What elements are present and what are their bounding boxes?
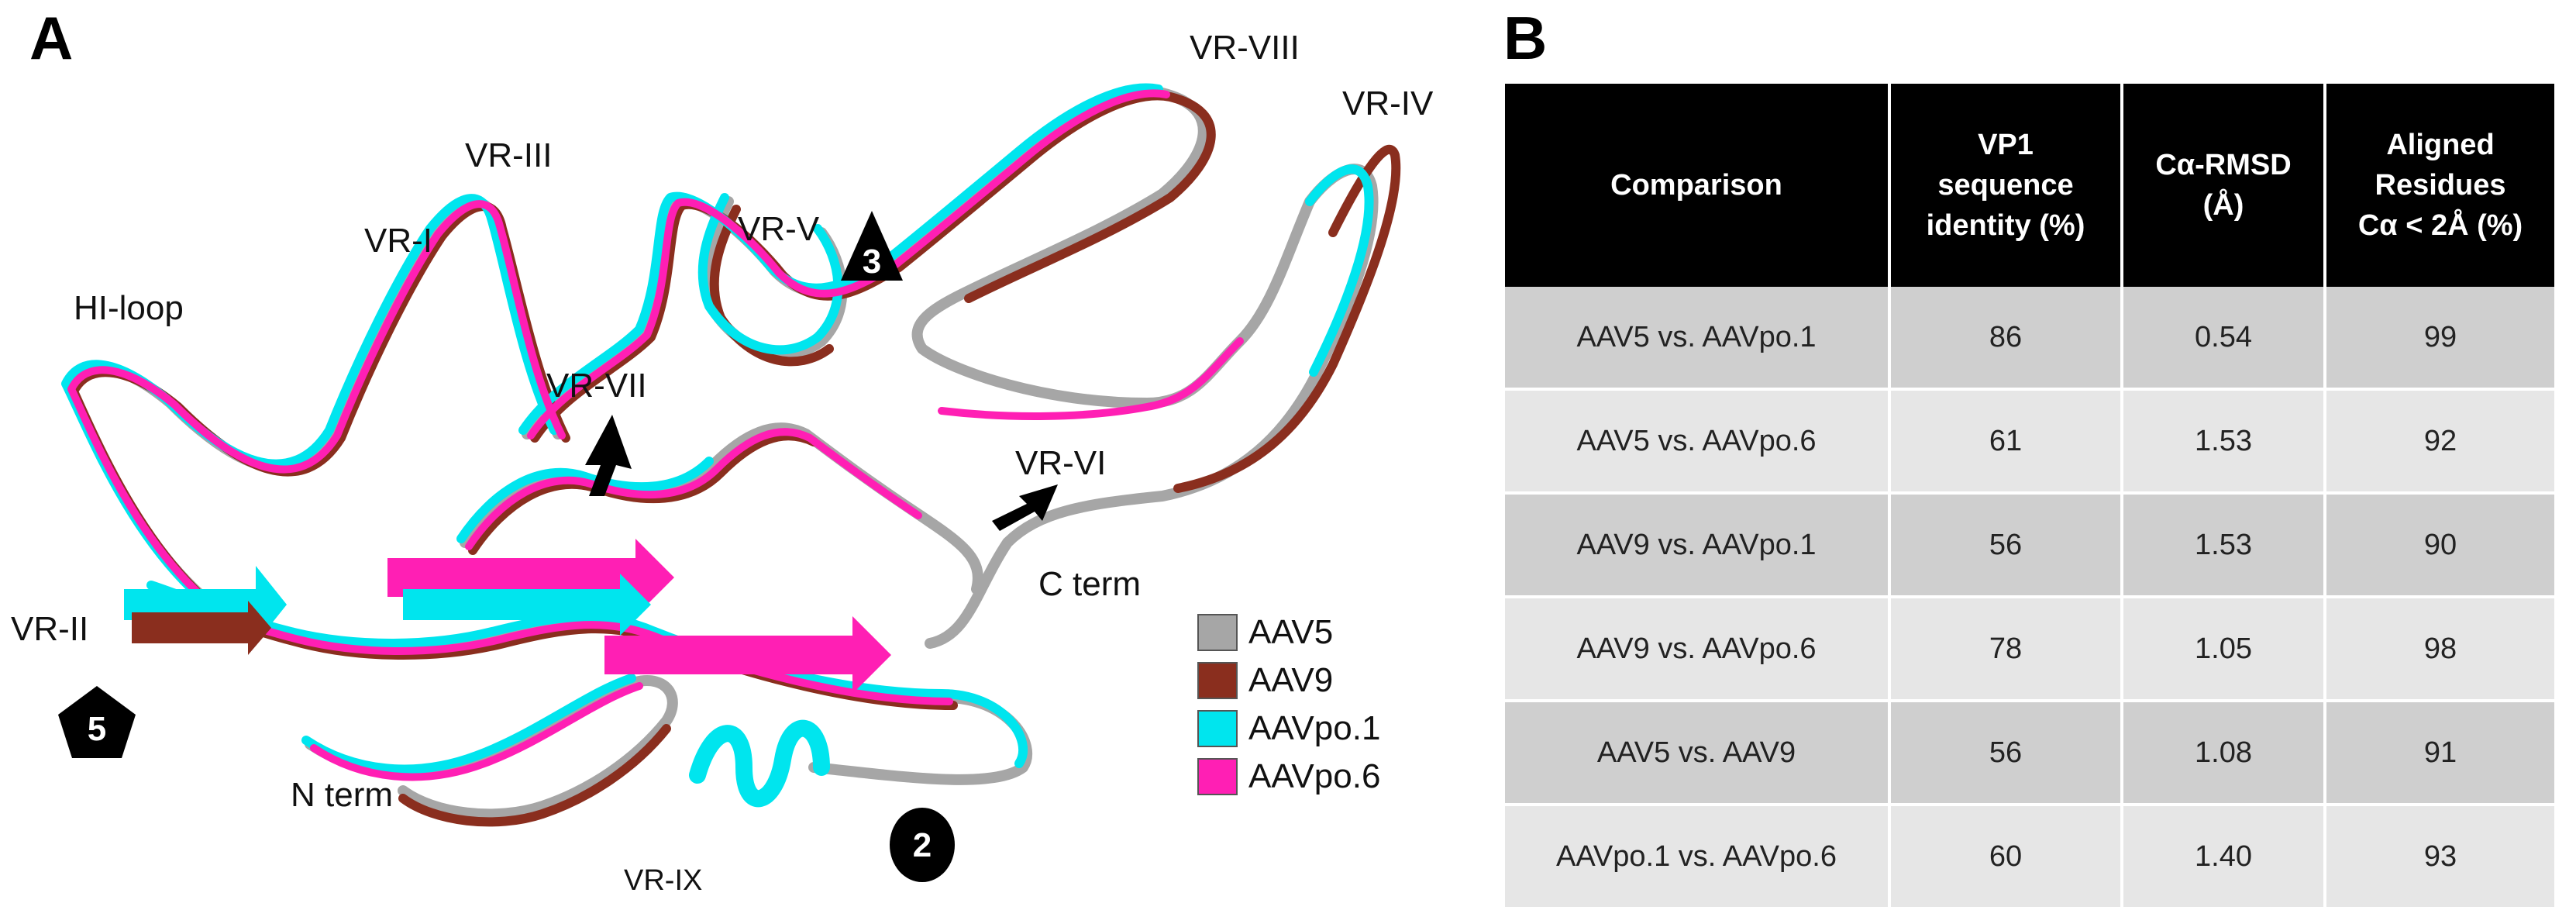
fivefold-axis-icon (58, 686, 136, 758)
legend-item: AAVpo.6 (1197, 753, 1380, 801)
label-c-term: C term (1038, 565, 1141, 603)
legend-item: AAVpo.1 (1197, 705, 1380, 753)
cell-aligned: 90 (2325, 493, 2554, 598)
label-vr-iii: VR-III (465, 136, 552, 174)
header-line: VP1 (1978, 129, 2034, 161)
cell-rmsd: 1.40 (2122, 805, 2326, 910)
label-hi-loop: HI-loop (74, 289, 184, 327)
legend-swatch (1197, 758, 1238, 795)
cell-identity: 56 (1889, 701, 2123, 806)
legend-swatch (1197, 662, 1238, 699)
label-vr-v: VR-V (738, 210, 820, 248)
cell-rmsd: 1.53 (2122, 493, 2326, 598)
label-vr-vii: VR-VII (546, 367, 647, 405)
header-line: sequence (1937, 169, 2074, 202)
table-row: AAV5 vs. AAV9 56 1.08 91 (1505, 701, 2554, 806)
threefold-axis-number: 3 (863, 243, 881, 281)
cell-identity: 56 (1889, 493, 2123, 598)
cell-identity: 78 (1889, 597, 2123, 702)
twofold-axis-icon (890, 808, 955, 882)
table-header-row: Comparison VP1 sequence identity (%) Cα-… (1505, 84, 2554, 287)
beta-sheet-ribbons (124, 539, 891, 694)
cell-rmsd: 0.54 (2122, 287, 2326, 391)
twofold-axis-number: 2 (913, 826, 932, 864)
header-rmsd: Cα-RMSD (Å) (2122, 84, 2326, 287)
legend-label: AAV5 (1248, 613, 1334, 651)
cell-aligned: 91 (2325, 701, 2554, 806)
header-line: (Å) (2202, 189, 2244, 222)
label-vr-iv: VR-IV (1342, 84, 1434, 122)
label-vr-ix: VR-IX (624, 864, 702, 897)
header-line: identity (%) (1926, 209, 2085, 242)
header-comparison: Comparison (1505, 84, 1891, 287)
cell-identity: 86 (1889, 287, 2123, 391)
cell-aligned: 93 (2325, 805, 2554, 910)
threefold-axis-icon (841, 211, 903, 281)
cell-aligned: 92 (2325, 389, 2554, 495)
header-line: Cα-RMSD (2155, 149, 2292, 181)
legend-item: AAV9 (1197, 657, 1380, 705)
fivefold-axis-number: 5 (88, 710, 106, 748)
header-vp1-identity: VP1 sequence identity (%) (1889, 84, 2123, 287)
header-line: Comparison (1610, 169, 1782, 202)
legend-label: AAVpo.1 (1248, 709, 1381, 747)
header-line: Residues (2375, 169, 2506, 202)
header-line: Aligned (2386, 129, 2495, 161)
aavpo6-ribbon (67, 89, 1244, 781)
header-aligned-residues: Aligned Residues Cα < 2Å (%) (2325, 84, 2554, 287)
label-vr-i: VR-I (364, 222, 432, 260)
legend-swatch (1197, 710, 1238, 747)
cell-rmsd: 1.05 (2122, 597, 2326, 702)
cell-rmsd: 1.08 (2122, 701, 2326, 806)
legend-item: AAV5 (1197, 608, 1380, 657)
cell-rmsd: 1.53 (2122, 389, 2326, 495)
cell-comparison: AAV9 vs. AAVpo.1 (1505, 493, 1891, 598)
cell-identity: 60 (1889, 805, 2123, 910)
legend-label: AAVpo.6 (1248, 757, 1381, 795)
cell-comparison: AAV5 vs. AAVpo.1 (1505, 287, 1891, 391)
cell-comparison: AAV5 vs. AAVpo.6 (1505, 389, 1891, 495)
protein-structure-overlay: 3 5 2 VR-VIII VR-IV VR-III VR-I VR-V HI-… (11, 29, 1434, 897)
legend: AAV5 AAV9 AAVpo.1 AAVpo.6 (1197, 608, 1380, 801)
table-row: AAV5 vs. AAVpo.6 61 1.53 92 (1505, 389, 2554, 495)
legend-swatch (1197, 614, 1238, 651)
table-row: AAV5 vs. AAVpo.1 86 0.54 99 (1505, 287, 2554, 391)
panel-a-letter: A (29, 4, 74, 72)
panel-b-letter: B (1503, 4, 1548, 72)
alpha-helix (689, 719, 830, 808)
cell-comparison: AAVpo.1 vs. AAVpo.6 (1505, 805, 1891, 910)
legend-label: AAV9 (1248, 661, 1334, 699)
vr-vii-arrow (585, 415, 632, 496)
cell-aligned: 99 (2325, 287, 2554, 391)
header-line: Cα < 2Å (%) (2357, 209, 2523, 242)
table-row: AAV9 vs. AAVpo.6 78 1.05 98 (1505, 597, 2554, 702)
vr-vi-arrow (992, 484, 1058, 531)
cell-identity: 61 (1889, 389, 2123, 495)
label-vr-ii: VR-II (11, 610, 88, 648)
table-row: AAV9 vs. AAVpo.1 56 1.53 90 (1505, 493, 2554, 598)
label-n-term: N term (291, 776, 393, 814)
cell-aligned: 98 (2325, 597, 2554, 702)
cell-comparison: AAV5 vs. AAV9 (1505, 701, 1891, 806)
table-row: AAVpo.1 vs. AAVpo.6 60 1.40 93 (1505, 805, 2554, 910)
cell-comparison: AAV9 vs. AAVpo.6 (1505, 597, 1891, 702)
label-vr-vi: VR-VI (1015, 444, 1106, 482)
comparison-table: Comparison VP1 sequence identity (%) Cα-… (1505, 84, 2554, 910)
label-vr-viii: VR-VIII (1190, 29, 1300, 67)
